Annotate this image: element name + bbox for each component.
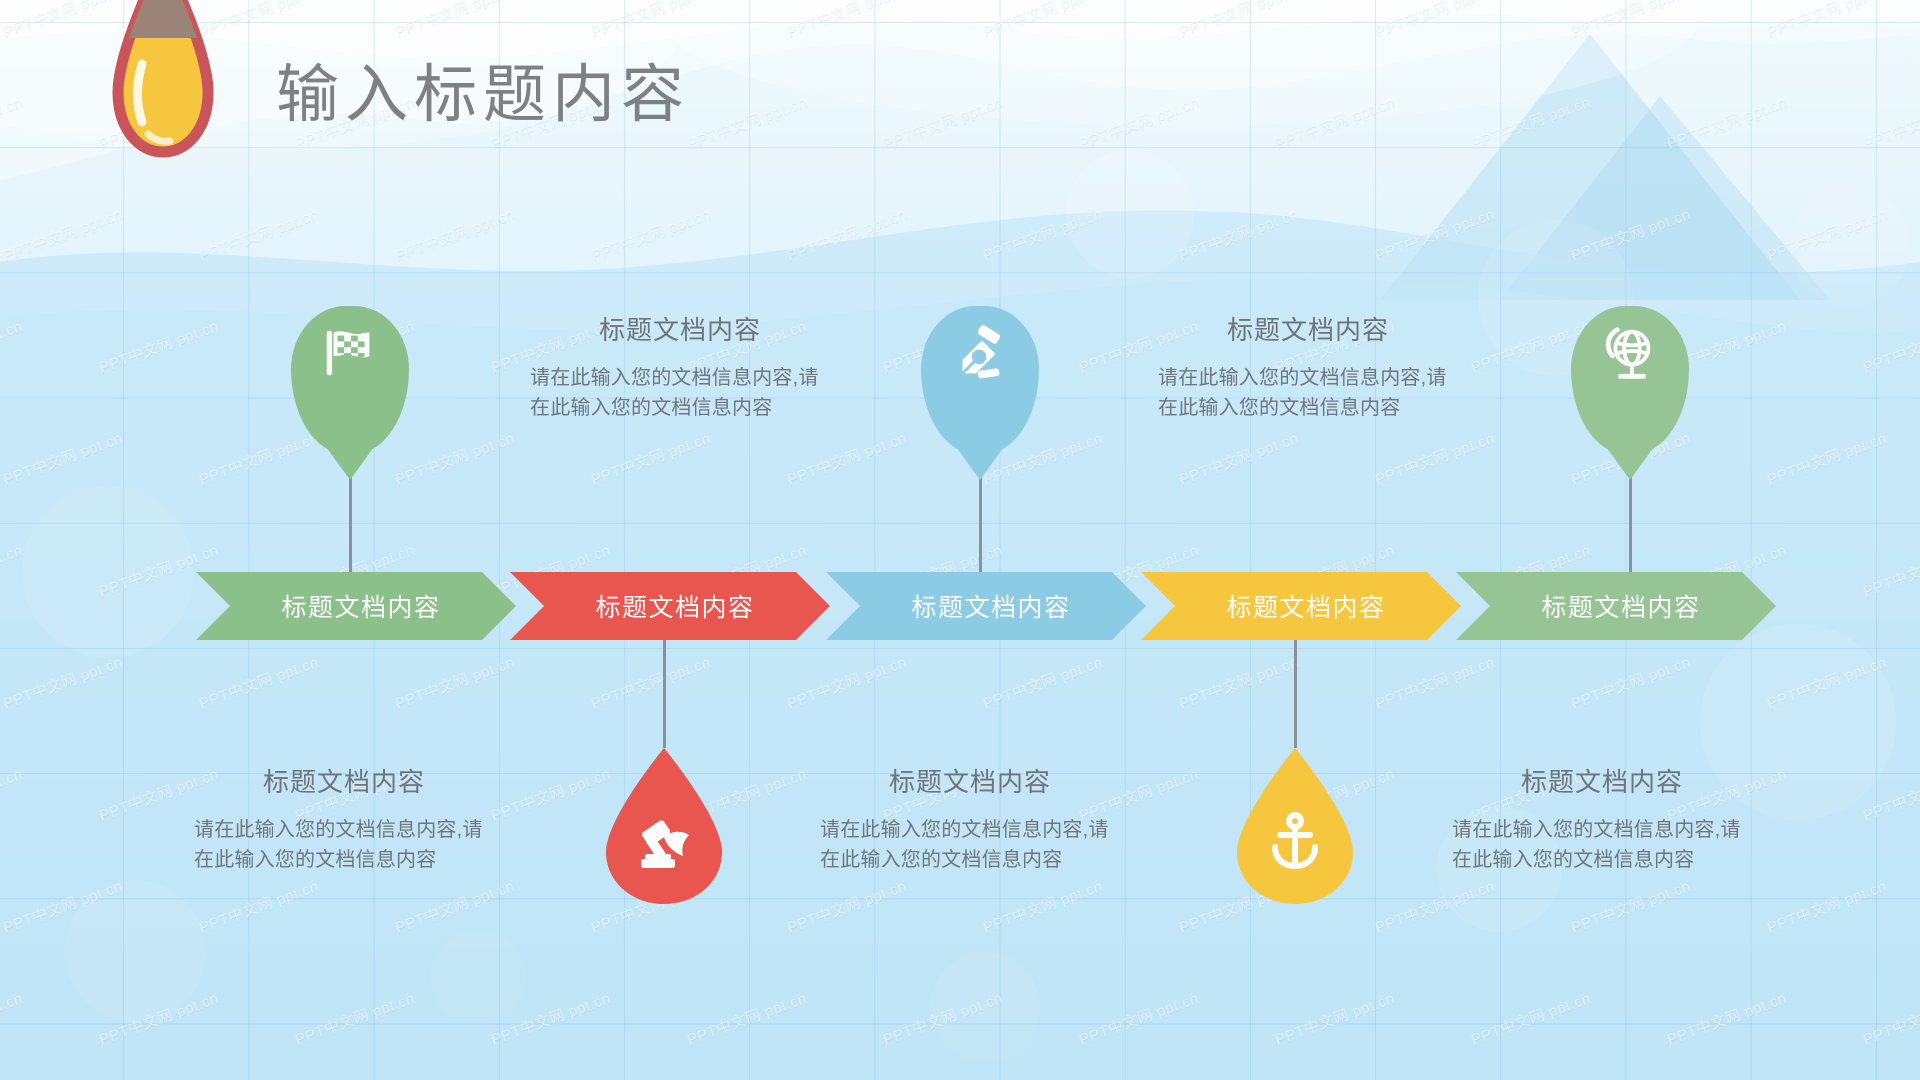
chevron-label: 标题文档内容 — [1541, 594, 1701, 622]
pin-body — [291, 306, 409, 454]
watermark-text: PPT中文网 ppt.cn — [1, 653, 126, 713]
text-block-heading: 标题文档内容 — [1226, 315, 1389, 345]
marker-pin-pen[interactable] — [921, 306, 1039, 480]
pin-tip — [954, 444, 1006, 480]
watermark-text: PPT中文网 ppt.cn — [1569, 877, 1694, 937]
marker-drop-anchor[interactable] — [1229, 746, 1361, 906]
text-block-heading: 标题文档内容 — [1520, 767, 1683, 797]
watermark-text: PPT中文网 ppt.cn — [1177, 653, 1302, 713]
text-block-body: 请在此输入您的文档信息内容,请在此输入您的文档信息内容 — [1452, 819, 1741, 872]
globe-icon — [1599, 323, 1661, 385]
bokeh-circle — [930, 952, 1040, 1062]
watermark-text: PPT中文网 ppt.cn — [785, 429, 910, 489]
stem-drop-2 — [1294, 638, 1297, 748]
watermark-text: PPT中文网 ppt.cn — [293, 989, 418, 1049]
watermark-text: PPT中文网 ppt.cn — [685, 989, 810, 1049]
watermark-text: PPT中文网 ppt.cn — [197, 653, 322, 713]
watermark-text: PPT中文网 ppt.cn — [1765, 877, 1890, 937]
watermark-text: PPT中文网 ppt.cn — [1861, 318, 1920, 377]
bokeh-circle — [430, 930, 526, 1026]
text-block-top-1: 标题文档内容 请在此输入您的文档信息内容,请在此输入您的文档信息内容 — [530, 310, 830, 424]
chevron-label: 标题文档内容 — [1226, 594, 1386, 622]
pin-tip — [1604, 444, 1656, 480]
watermark-text: PPT中文网 ppt.cn — [881, 989, 1006, 1049]
watermark-text: PPT中文网 ppt.cn — [0, 765, 26, 825]
watermark-text: PPT中文网 ppt.cn — [1177, 429, 1302, 489]
watermark-text: PPT中文网 ppt.cn — [97, 317, 222, 377]
watermark-text: PPT中文网 ppt.cn — [1469, 989, 1594, 1049]
watermark-text: PPT中文网 ppt.cn — [1765, 429, 1890, 489]
watermark-text: PPT中文网 ppt.cn — [97, 989, 222, 1049]
watermark-text: PPT中文网 ppt.cn — [785, 653, 910, 713]
chevron-label: 标题文档内容 — [281, 594, 441, 622]
chevron-banner-2[interactable]: 标题文档内容 — [510, 572, 830, 640]
chevron-banner-4[interactable]: 标题文档内容 — [1141, 572, 1461, 640]
text-block-body: 请在此输入您的文档信息内容,请在此输入您的文档信息内容 — [1158, 367, 1447, 420]
stem-pin-1 — [349, 470, 352, 574]
pin-tip — [324, 444, 376, 480]
chevron-banner-row: 标题文档内容 标题文档内容 标题文档内容 标题文档内容 标题文档内容 — [0, 572, 1920, 640]
watermark-text: PPT中文网 ppt.cn — [393, 429, 518, 489]
chevron-label: 标题文档内容 — [911, 594, 1071, 622]
slide-header: 输入标题内容 — [0, 0, 1920, 230]
chevron-banner-3[interactable]: 标题文档内容 — [826, 572, 1146, 640]
chevron-label: 标题文档内容 — [595, 594, 755, 622]
text-block-bottom-1: 标题文档内容 请在此输入您的文档信息内容,请在此输入您的文档信息内容 — [194, 762, 494, 876]
text-block-heading: 标题文档内容 — [262, 767, 425, 797]
watermark-text: PPT中文网 ppt.cn — [393, 877, 518, 937]
text-block-heading: 标题文档内容 — [888, 767, 1051, 797]
watermark-text: PPT中文网 ppt.cn — [589, 429, 714, 489]
text-block-bottom-2: 标题文档内容 请在此输入您的文档信息内容,请在此输入您的文档信息内容 — [820, 762, 1120, 876]
watermark-text: PPT中文网 ppt.cn — [1373, 653, 1498, 713]
text-block-body: 请在此输入您的文档信息内容,请在此输入您的文档信息内容 — [530, 367, 819, 420]
watermark-text: PPT中文网 ppt.cn — [0, 989, 26, 1049]
watermark-text: PPT中文网 ppt.cn — [0, 317, 26, 377]
text-block-heading: 标题文档内容 — [598, 315, 761, 345]
watermark-text: PPT中文网 ppt.cn — [393, 653, 518, 713]
text-block-bottom-3: 标题文档内容 请在此输入您的文档信息内容,请在此输入您的文档信息内容 — [1452, 762, 1752, 876]
watermark-text: PPT中文网 ppt.cn — [1665, 989, 1790, 1049]
checkered-flag-icon — [319, 323, 381, 385]
chevron-banner-1[interactable]: 标题文档内容 — [196, 572, 516, 640]
watermark-text: PPT中文网 ppt.cn — [489, 989, 614, 1049]
text-block-top-2: 标题文档内容 请在此输入您的文档信息内容,请在此输入您的文档信息内容 — [1158, 310, 1458, 424]
watermark-text: PPT中文网 ppt.cn — [489, 765, 614, 825]
watermark-text: PPT中文网 ppt.cn — [1373, 877, 1498, 937]
watermark-text: PPT中文网 ppt.cn — [1861, 766, 1920, 825]
watermark-text: PPT中文网 ppt.cn — [589, 653, 714, 713]
page-title: 输入标题内容 — [276, 60, 690, 130]
watermark-text: PPT中文网 ppt.cn — [981, 877, 1106, 937]
text-block-body: 请在此输入您的文档信息内容,请在此输入您的文档信息内容 — [194, 819, 483, 872]
stem-drop-1 — [663, 638, 666, 748]
text-block-body: 请在此输入您的文档信息内容,请在此输入您的文档信息内容 — [820, 819, 1109, 872]
oil-drop-logo-icon — [104, 0, 222, 162]
watermark-text: PPT中文网 ppt.cn — [1861, 990, 1920, 1049]
watermark-text: PPT中文网 ppt.cn — [981, 653, 1106, 713]
watermark-text: PPT中文网 ppt.cn — [1273, 989, 1398, 1049]
bokeh-circle — [64, 880, 206, 1022]
watermark-text: PPT中文网 ppt.cn — [1, 877, 126, 937]
gavel-icon — [631, 809, 697, 875]
chevron-banner-5[interactable]: 标题文档内容 — [1456, 572, 1776, 640]
marker-drop-gavel[interactable] — [598, 746, 730, 906]
anchor-icon — [1262, 809, 1328, 875]
stem-pin-3 — [1629, 470, 1632, 574]
watermark-text: PPT中文网 ppt.cn — [1569, 653, 1694, 713]
watermark-text: PPT中文网 ppt.cn — [1077, 989, 1202, 1049]
stem-pin-2 — [979, 470, 982, 574]
watermark-text: PPT中文网 ppt.cn — [785, 877, 910, 937]
marker-pin-flag[interactable] — [291, 306, 409, 480]
watermark-text: PPT中文网 ppt.cn — [1765, 653, 1890, 713]
watermark-text: PPT中文网 ppt.cn — [197, 877, 322, 937]
pen-nib-icon — [949, 323, 1011, 385]
watermark-text: PPT中文网 ppt.cn — [1, 429, 126, 489]
marker-pin-globe[interactable] — [1571, 306, 1689, 480]
watermark-text: PPT中文网 ppt.cn — [1373, 429, 1498, 489]
